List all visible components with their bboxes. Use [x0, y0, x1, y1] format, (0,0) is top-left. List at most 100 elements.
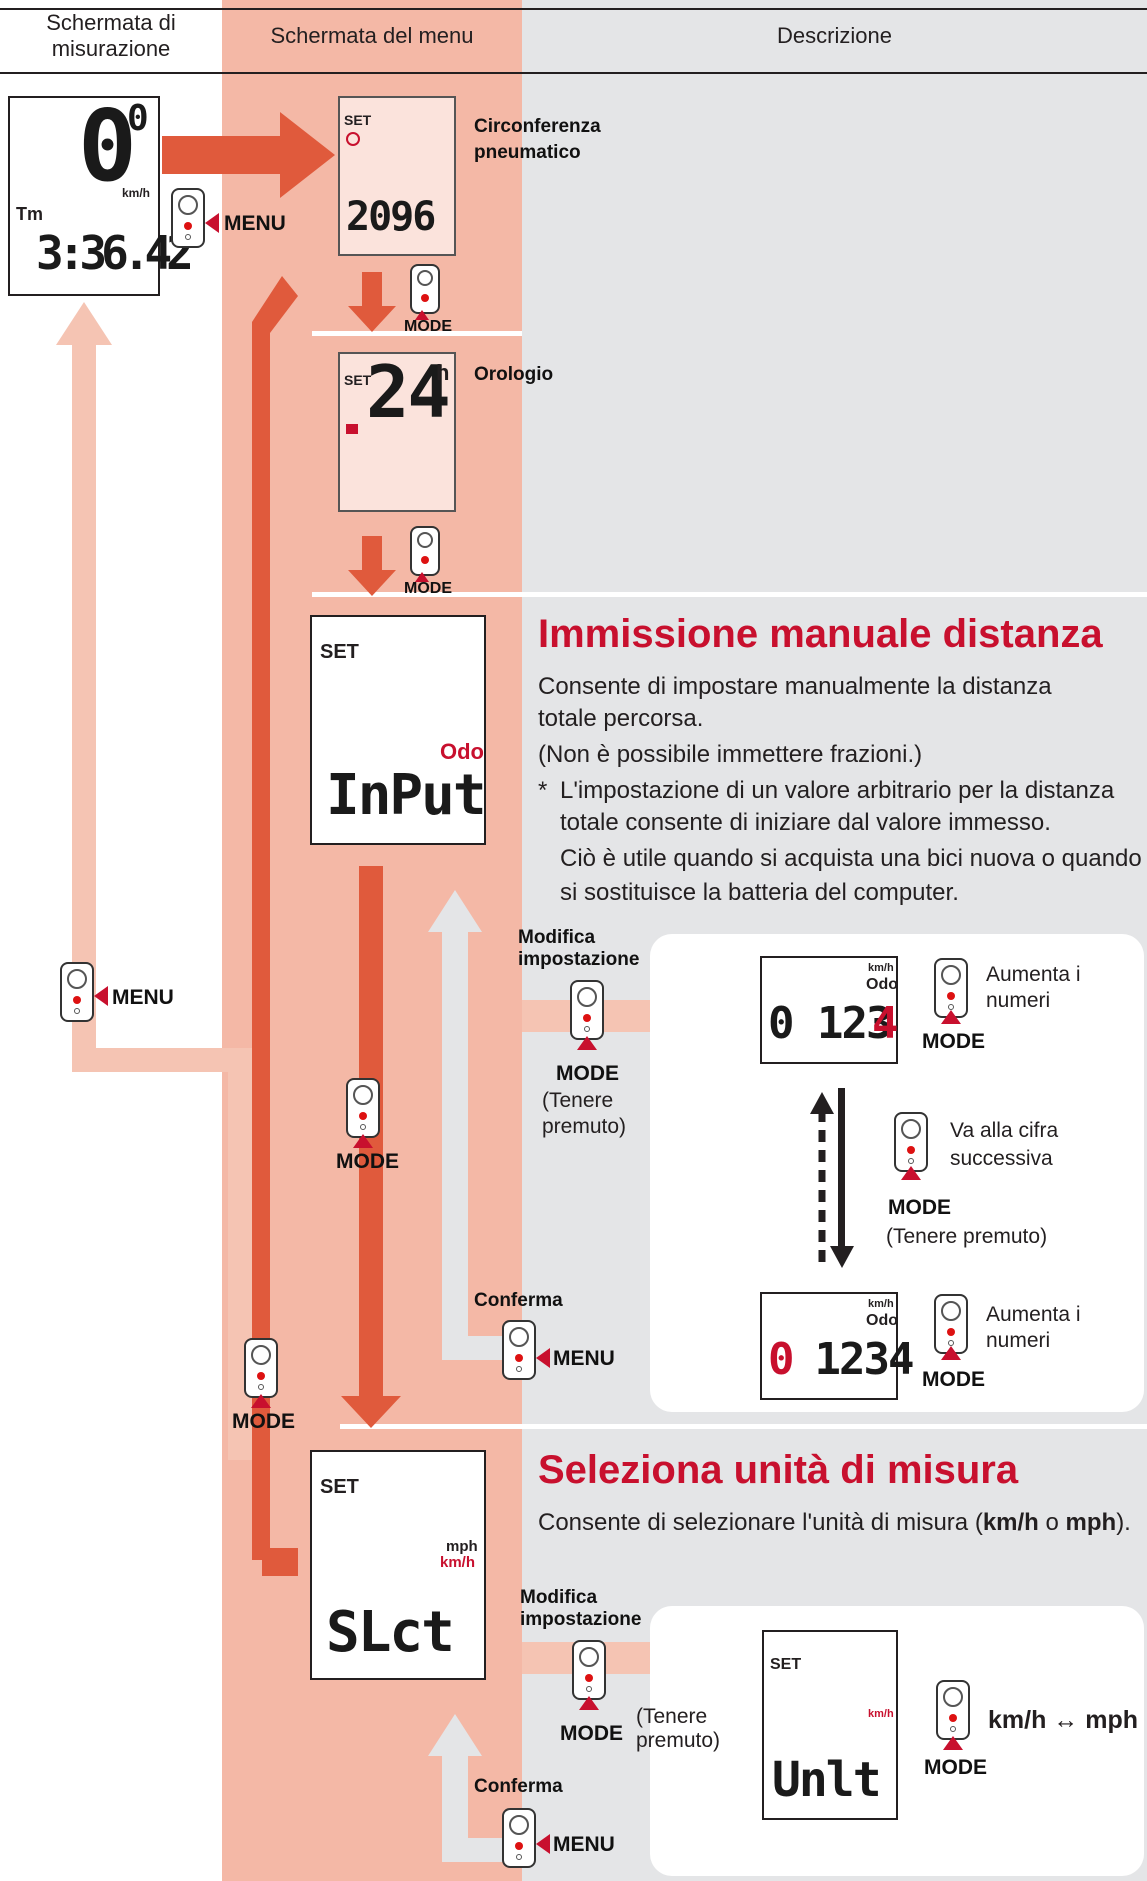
loop-arrow	[252, 276, 298, 1576]
odo-panel-next-button: MODE	[888, 1196, 951, 1219]
press-indicator	[536, 1348, 550, 1368]
clock-screen: SET 24 h	[338, 350, 456, 512]
press-indicator	[579, 1696, 599, 1710]
odo-text1: Consente di impostare manualmente la dis…	[538, 673, 1052, 700]
odo-edit-screen-bottom: km/h Odo 0 1234	[760, 1292, 914, 1400]
device-icon	[936, 1680, 970, 1740]
digit-cycle-arrows	[810, 1088, 854, 1268]
odo-panel-next-text1: Va alla cifra	[950, 1119, 1059, 1142]
unit-mph: mph	[446, 1538, 478, 1555]
press-indicator	[536, 1834, 550, 1854]
unit-edit-hold1: (Tenere	[636, 1705, 708, 1728]
odo-panel-next-text2: successiva	[950, 1147, 1053, 1170]
device-icon	[171, 188, 205, 248]
menu-arrow	[162, 112, 335, 198]
return-arrow	[56, 302, 258, 1460]
press-indicator	[205, 213, 219, 233]
unit-edit-label1: Modifica	[520, 1587, 598, 1608]
clock-set: SET	[344, 372, 372, 388]
device-icon	[502, 1808, 536, 1868]
odo-edit-hold2: premuto)	[542, 1115, 627, 1138]
speed-decimal: 0	[127, 98, 149, 139]
device-icon	[346, 1078, 380, 1138]
speed-unit: km/h	[122, 186, 151, 200]
odo-panel-bottom-active: 0	[768, 1334, 794, 1385]
unit-panel-set: SET	[770, 1656, 802, 1673]
device-icon	[410, 264, 440, 314]
odo-edit-screen-top: km/h Odo 0 123 4	[760, 956, 898, 1064]
unit-text-post: ).	[1116, 1509, 1131, 1536]
measure-screen: 0 0 km/h Tm 3:36.42	[8, 90, 194, 296]
unit-select-screen: SET mph km/h SLct	[310, 1450, 486, 1680]
odo-edit-hold1: (Tenere	[542, 1089, 614, 1112]
clock-icon	[346, 424, 358, 434]
odo-label: Odo	[440, 739, 484, 764]
press-indicator	[943, 1736, 963, 1750]
unit-panel-button: MODE	[924, 1756, 987, 1779]
odo-panel-bottom-value: 1234	[790, 1334, 914, 1385]
odo-input-value: InPut	[326, 763, 487, 828]
unit-edit-mode-label: MODE	[560, 1722, 623, 1745]
odo-note4: si sostituisce la batteria del computer.	[560, 879, 959, 906]
header-description: Descrizione	[777, 23, 892, 48]
confirm-up-arrows	[428, 890, 507, 1862]
press-indicator	[901, 1166, 921, 1180]
odo-note1: L'impostazione di un valore arbitrario p…	[560, 777, 1115, 804]
press-indicator	[415, 572, 429, 582]
odo-panel-inc2-text2: numeri	[986, 1329, 1051, 1352]
unit-set: SET	[320, 1476, 359, 1498]
odo-panel-inc-text2: numeri	[986, 989, 1051, 1012]
odo-panel-inc-text1: Aumenta i	[986, 963, 1081, 986]
device-icon	[934, 1294, 968, 1354]
odo-note-star: *	[538, 777, 548, 804]
separator-clock-input	[312, 592, 1147, 597]
mode-button-label: MODE	[404, 318, 452, 335]
odo-set: SET	[320, 641, 359, 663]
header-menu: Schermata del menu	[270, 23, 474, 48]
odo-note2: totale consente di iniziare dal valore i…	[560, 809, 1051, 836]
device-icon	[570, 980, 604, 1040]
odo-edit-mode-label: MODE	[556, 1062, 619, 1085]
menu-button-label: MENU	[224, 212, 286, 235]
clock-value: 24	[366, 350, 451, 434]
mode-button-label: MODE	[404, 580, 452, 597]
press-indicator	[577, 1036, 597, 1050]
device-icon	[572, 1640, 606, 1700]
odo-edit-label1: Modifica	[518, 927, 596, 948]
speed-value: 0	[78, 90, 137, 204]
unit-edit-screen: SET km/h Unlt	[762, 1630, 898, 1820]
unit-text-mph: mph	[1065, 1509, 1117, 1536]
odo-confirm-button-label: MENU	[553, 1347, 615, 1370]
tire-icon	[346, 132, 360, 146]
loop-mode-label: MODE	[232, 1410, 295, 1433]
odo-panel-inc-button: MODE	[922, 1030, 985, 1053]
device-icon	[410, 526, 440, 576]
header-measure: Schermata di misurazione	[46, 10, 176, 61]
unit-select-value: SLct	[326, 1600, 455, 1665]
odo-panel-inc2-button: MODE	[922, 1368, 985, 1391]
odo-confirm-label: Conferma	[474, 1290, 563, 1311]
tire-set: SET	[344, 112, 372, 128]
odo-panel-top-active: 4	[872, 998, 898, 1049]
time-value: 3:36.42	[36, 226, 194, 280]
odo-edit-label2: impostazione	[518, 949, 640, 970]
tire-value: 2096	[346, 194, 436, 240]
odo-panel-top-value: 0 123	[768, 998, 892, 1049]
odo-panel-unit: km/h	[868, 962, 894, 974]
odo-panel-odo: Odo	[866, 976, 898, 993]
device-icon	[60, 962, 94, 1022]
unit-edit-label2: impostazione	[520, 1609, 642, 1630]
odo-text3: (Non è possibile immettere frazioni.)	[538, 741, 923, 768]
header-top-rule	[0, 8, 1147, 10]
unit-panel-toggle: km/h ↔ mph	[988, 1706, 1139, 1734]
clock-suffix: h	[436, 360, 450, 385]
press-indicator	[94, 986, 108, 1006]
odo-panel-next-hold: (Tenere premuto)	[886, 1225, 1048, 1248]
separator-input-unit	[340, 1424, 1147, 1429]
odo-mode-label: MODE	[336, 1150, 399, 1173]
tire-screen: SET 2096	[338, 96, 456, 256]
odo-input-screen: SET Odo InPut	[310, 615, 487, 845]
device-icon	[244, 1338, 278, 1398]
press-indicator	[415, 310, 429, 320]
unit-title: Seleziona unità di misura	[538, 1448, 1019, 1492]
